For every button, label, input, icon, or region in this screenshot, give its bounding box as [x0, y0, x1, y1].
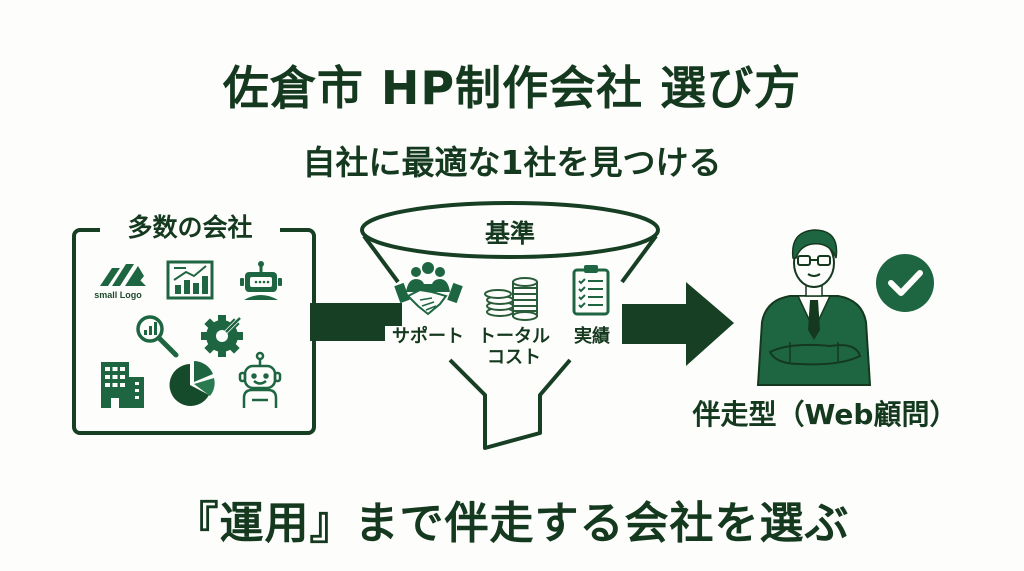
coins-icon: [484, 277, 538, 321]
robot-icon: [238, 351, 282, 408]
svg-text:small Logo: small Logo: [94, 290, 142, 300]
consultant-person-icon: [756, 229, 872, 386]
flow-arrow-right: [622, 282, 734, 366]
robot-head-icon: [240, 261, 282, 300]
pie-chart-icon: [169, 361, 215, 406]
magnifier-chart-icon: [136, 315, 179, 358]
companies-panel-label: 多数の会社: [100, 208, 280, 244]
chart-board-icon: [166, 260, 214, 300]
clipboard-checklist-icon: [572, 265, 610, 316]
conclusion-text: 『運用』まで伴走する会社を選ぶ: [174, 498, 850, 549]
building-icon: [101, 362, 144, 408]
criterion-support: サポート: [385, 326, 471, 347]
criterion-total-cost-line1: トータル: [478, 326, 550, 347]
page-subtitle: 自社に最適な1社を見つける: [302, 143, 722, 182]
gear-wrench-icon: [201, 315, 243, 357]
handshake-team-icon: [394, 262, 463, 316]
funnel-icon: [360, 201, 660, 450]
criterion-track-record: 実績: [566, 326, 618, 347]
page-title: 佐倉市 HP制作会社 選び方: [222, 61, 802, 115]
criteria-title: 基準: [484, 219, 535, 248]
criterion-total-cost-line2: コスト: [487, 347, 541, 368]
check-circle-icon: [876, 254, 934, 312]
small-logo-icon: small Logo: [94, 264, 146, 300]
criterion-total-cost: トータル コスト: [474, 326, 554, 368]
result-label: 伴走型（Web顧問）: [692, 398, 958, 431]
companies-panel: [72, 228, 316, 435]
